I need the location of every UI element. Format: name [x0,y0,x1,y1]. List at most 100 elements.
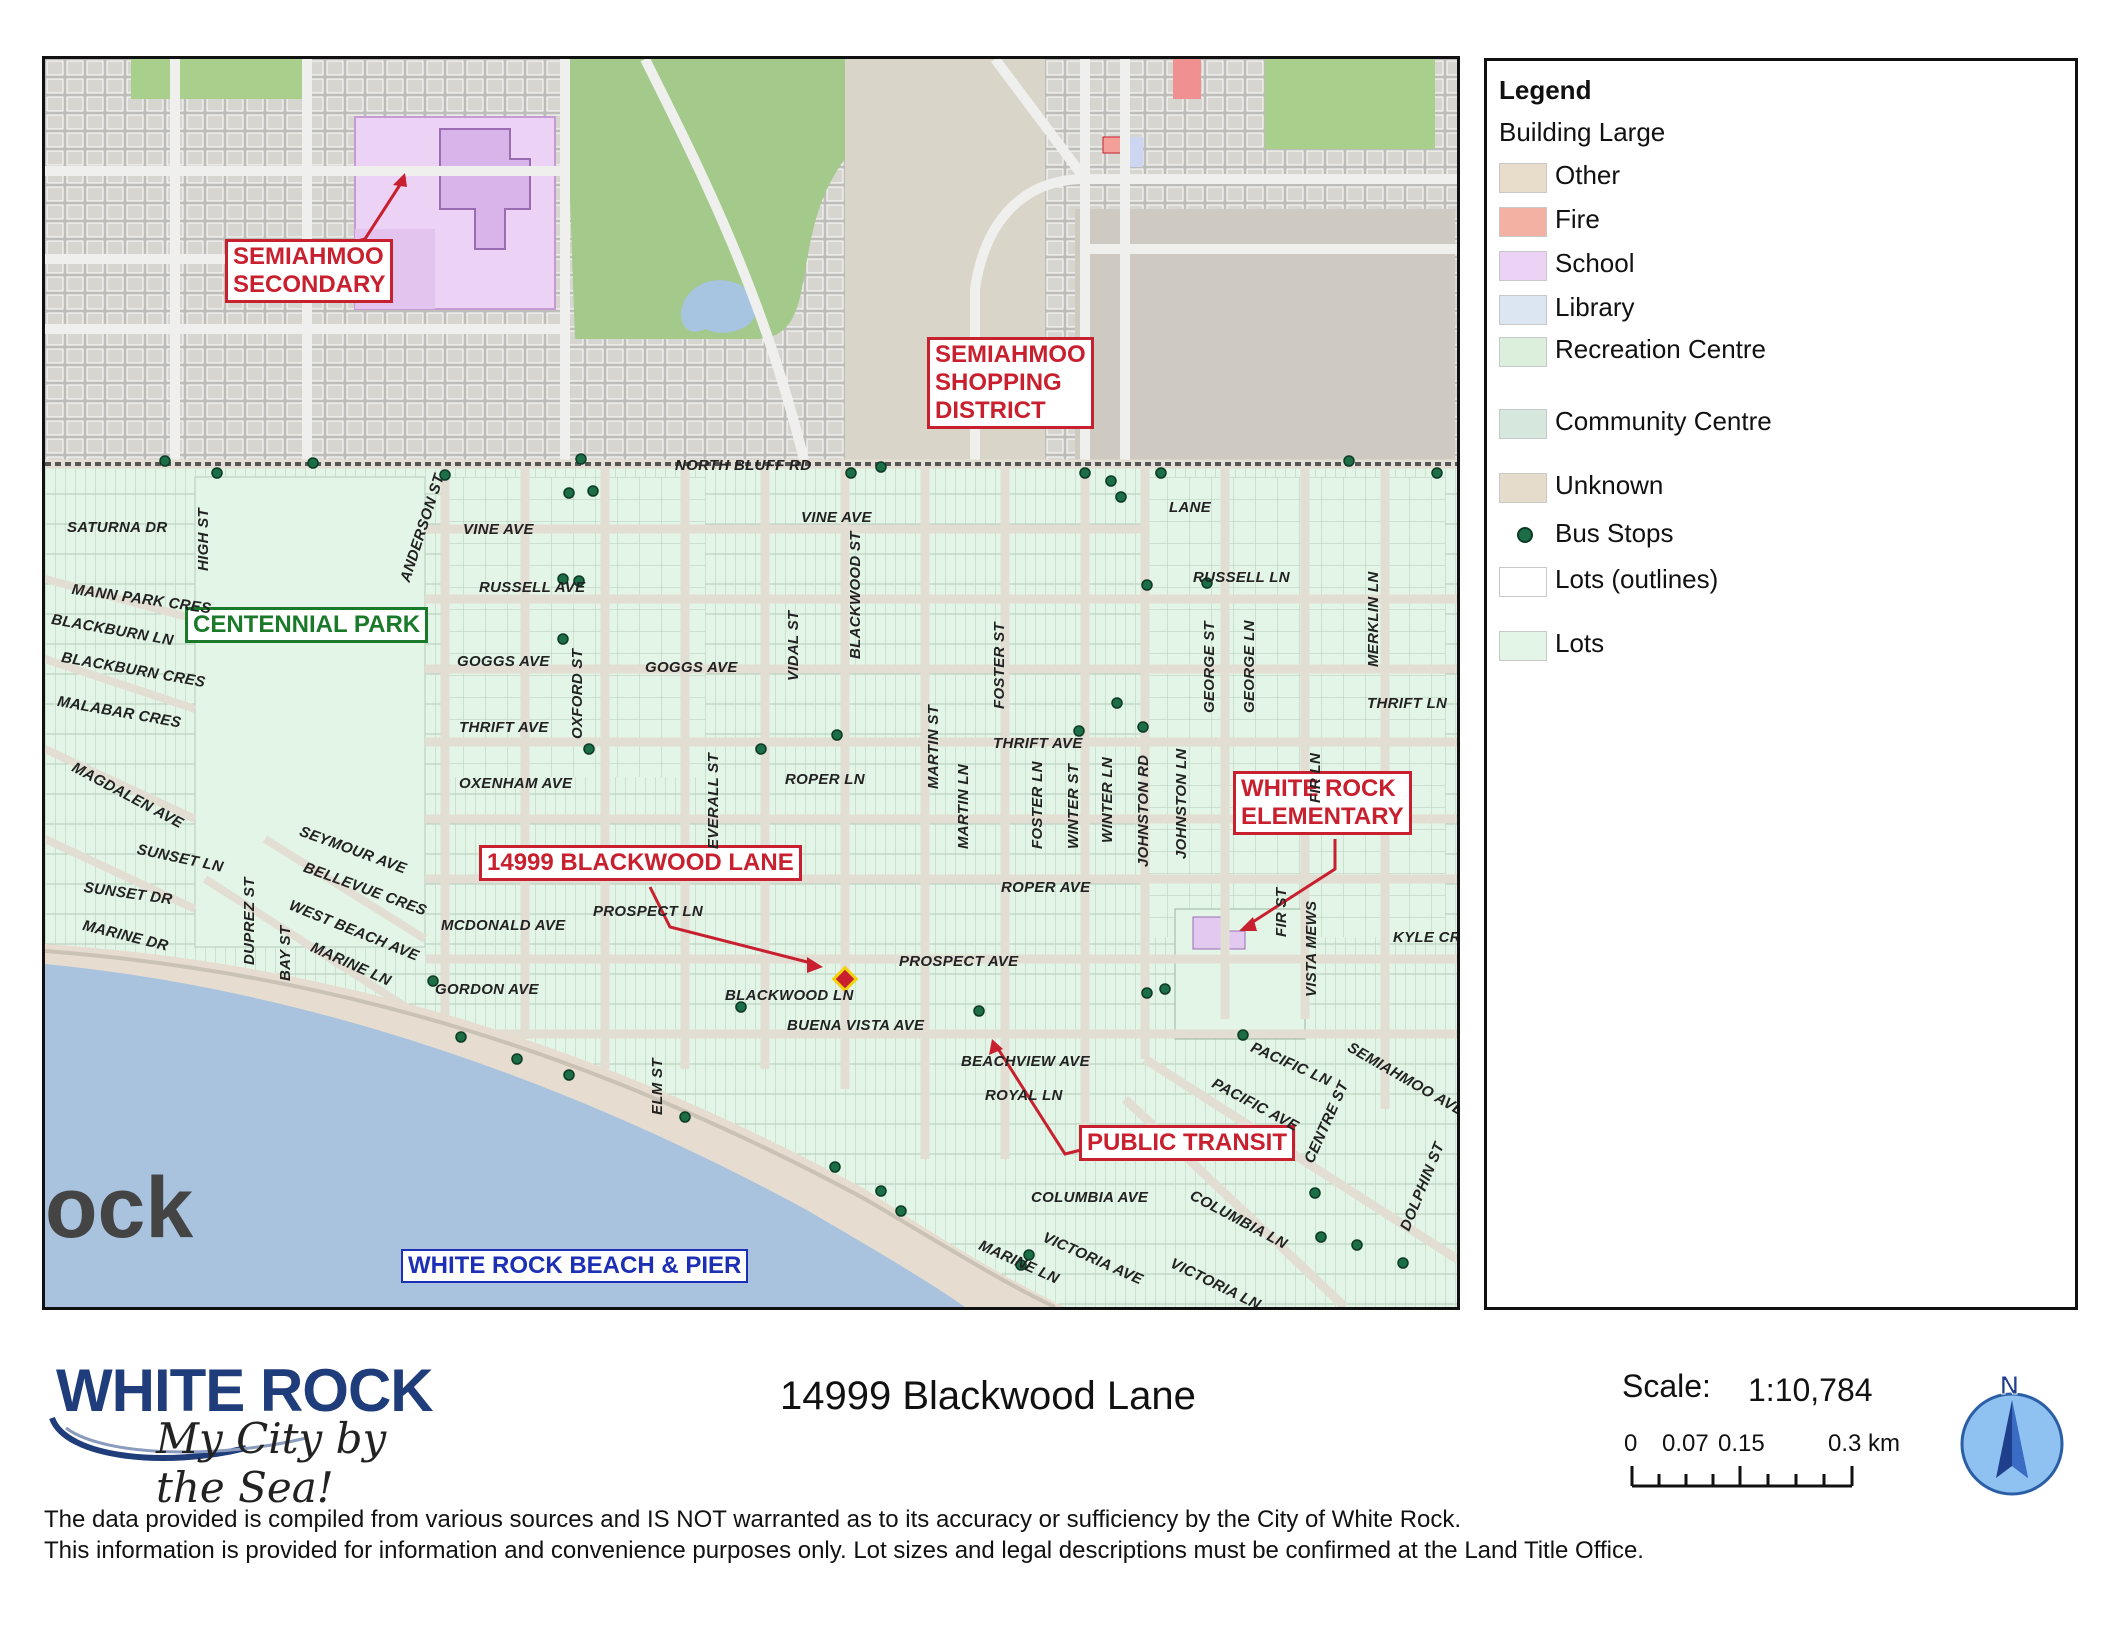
street-label: FOSTER ST [991,622,1008,709]
arrow-secondary-head [393,173,407,187]
street-label: GOGGS AVE [457,653,550,670]
street-label: JOHNSTON RD [1135,754,1152,867]
bus-stop-icon[interactable] [573,575,585,587]
callout-semiahmoo-secondary[interactable]: SEMIAHMOO SECONDARY [225,239,394,303]
logo-wordmark: WHITE ROCK [56,1357,434,1424]
bus-stop-icon[interactable] [895,1205,907,1217]
bus-stop-icon[interactable] [159,455,171,467]
callout-public-transit[interactable]: PUBLIC TRANSIT [1079,1125,1295,1161]
bus-stop-icon[interactable] [563,1069,575,1081]
bus-stop-icon[interactable] [1431,467,1443,479]
bus-stop-icon[interactable] [831,729,843,741]
subject-property-marker[interactable] [831,965,859,993]
street-label: RUSSELL AVE [479,579,586,596]
map-frame[interactable]: ock SEMIAHMOO SECONDARY SEMIAHMOO SHOPPI… [42,56,1460,1310]
legend-item: Library [1499,291,2059,335]
bus-stop-icon[interactable] [1159,983,1171,995]
street-label: THRIFT AVE [993,735,1083,752]
bus-stops-layer [159,453,1443,1271]
page-title: 14999 Blackwood Lane [780,1374,1196,1418]
bus-stop-icon[interactable] [427,975,439,987]
bus-stop-icon[interactable] [575,453,587,465]
street-label: WINTER LN [1099,756,1116,843]
bus-stop-icon[interactable] [875,1185,887,1197]
callout-semiahmoo-shopping[interactable]: SEMIAHMOO SHOPPING DISTRICT [927,337,1094,429]
park-top-left [131,59,311,99]
bus-stop-icon[interactable] [511,1053,523,1065]
legend-label: Lots [1555,628,1605,658]
bus-stop-icon[interactable] [1155,467,1167,479]
legend-item: Fire [1499,203,2059,247]
street-label: DUPREZ ST [241,877,258,965]
bus-stop-icon[interactable] [583,743,595,755]
bus-stop-icon[interactable] [1141,987,1153,999]
bus-stop-icon[interactable] [1201,577,1213,589]
arrow-blackwood [648,886,816,966]
scale-tick-0: 0 [1624,1430,1638,1457]
bus-stop-icon[interactable] [735,1001,747,1013]
north-roads [45,59,1457,466]
arrow-transit-head [989,1039,1003,1055]
bus-stop-icon[interactable] [1079,467,1091,479]
callout-subject-property[interactable]: 14999 BLACKWOOD LANE [479,845,802,881]
bus-stop-icon[interactable] [211,467,223,479]
callout-beach-pier[interactable]: WHITE ROCK BEACH & PIER [401,1249,749,1283]
bus-stop-icon[interactable] [557,633,569,645]
legend-swatch [1499,631,1547,661]
arrow-transit [993,1043,1086,1156]
bus-stop-icon[interactable] [1351,1239,1363,1251]
legend-item: Other [1499,159,2059,203]
bus-stop-icon[interactable] [557,573,569,585]
bus-stop-icon[interactable] [1237,1029,1249,1041]
callout-white-rock-elementary[interactable]: WHITE ROCK ELEMENTARY [1233,771,1412,835]
bus-stop-icon[interactable] [755,743,767,755]
bus-stop-icon[interactable] [307,457,319,469]
bus-stop-icon[interactable] [1015,1259,1027,1271]
bus-stop-icon[interactable] [1397,1257,1409,1269]
bus-stop-icon[interactable] [455,1031,467,1043]
bus-stop-icon[interactable] [845,467,857,479]
legend-swatch [1499,295,1547,325]
arrow-elementary [1244,839,1337,929]
legend-label: Lots (outlines) [1555,564,1719,594]
scale-tick-2: 0.15 [1718,1430,1765,1457]
legend-swatch [1499,163,1547,193]
green-space-center [565,59,845,339]
bus-stop-icon[interactable] [1343,455,1355,467]
street-label: FOSTER LN [1029,761,1046,849]
bus-stop-icon[interactable] [1073,725,1085,737]
bus-stop-icon[interactable] [563,487,575,499]
bus-stop-icon[interactable] [829,1161,841,1173]
bus-stop-icon[interactable] [1023,1249,1035,1261]
street-label: BLACKWOOD ST [847,531,864,659]
street-label: PROSPECT LN [593,903,703,920]
scale-ratio: 1:10,784 [1748,1372,1873,1408]
fire-top [1173,59,1201,99]
fire-hall [1102,136,1122,154]
bus-stop-icon[interactable] [439,469,451,481]
bus-stop-icon[interactable] [1137,721,1149,733]
bus-stop-icon[interactable] [875,461,887,473]
street-label: GORDON AVE [435,981,539,998]
bus-stop-icon[interactable] [1105,475,1117,487]
bus-stop-icon[interactable] [1309,1187,1321,1199]
street-label: BEACHVIEW AVE [961,1053,1090,1070]
bus-stop-icon[interactable] [587,485,599,497]
street-label: OXENHAM AVE [459,775,573,792]
bus-stop-icon [1517,527,1533,543]
bus-stop-icon[interactable] [1315,1231,1327,1243]
street-label: GOGGS AVE [645,659,738,676]
street-label: KYLE CRT [1393,929,1460,946]
white-rock-logo: WHITE ROCK My City by the Sea! [46,1348,466,1512]
legend-swatch [1499,409,1547,439]
callout-centennial-park[interactable]: CENTENNIAL PARK [185,607,429,643]
bus-stop-icon[interactable] [1141,579,1153,591]
street-label: ROPER AVE [1001,879,1091,896]
bus-stop-icon[interactable] [679,1111,691,1123]
bus-stop-icon[interactable] [1111,697,1123,709]
bus-stop-icon[interactable] [1115,491,1127,503]
street-label: MCDONALD AVE [441,917,566,934]
street-label: BLACKWOOD LN [725,987,854,1004]
legend-swatch [1499,207,1547,237]
bus-stop-icon[interactable] [973,1005,985,1017]
